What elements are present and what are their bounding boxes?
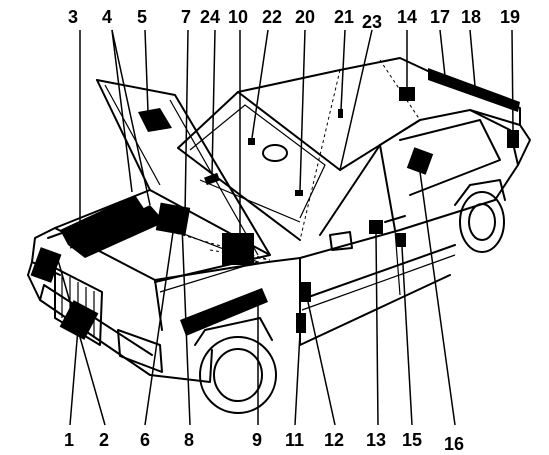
label-patch-12 bbox=[369, 220, 383, 234]
label-patch-15 bbox=[406, 147, 434, 175]
label-patch-17 bbox=[507, 130, 519, 148]
label-patch-14 bbox=[399, 87, 415, 101]
callout-9: 9 bbox=[252, 430, 262, 450]
bottom-callouts: 1 2 6 8 9 11 12 13 15 16 bbox=[64, 430, 464, 454]
label-patch-16 bbox=[428, 68, 520, 112]
callout-11: 11 bbox=[285, 430, 304, 450]
label-patch-5 bbox=[138, 108, 172, 132]
callout-23: 23 bbox=[362, 12, 382, 32]
callout-5: 5 bbox=[137, 7, 147, 27]
label-patch-13 bbox=[396, 233, 406, 247]
label-patch-20 bbox=[338, 109, 343, 118]
car-illustration bbox=[27, 57, 531, 414]
label-patch-2 bbox=[30, 247, 62, 283]
callout-1: 1 bbox=[64, 430, 74, 450]
callout-24: 24 bbox=[200, 7, 220, 27]
label-patch-11 bbox=[301, 282, 311, 302]
callout-17: 17 bbox=[430, 7, 450, 27]
top-callouts: 3 4 5 7 24 10 22 20 21 23 14 17 18 19 bbox=[68, 7, 520, 32]
label-patch-18 bbox=[295, 190, 303, 196]
callout-3: 3 bbox=[68, 7, 78, 27]
callout-7: 7 bbox=[181, 7, 191, 27]
callout-19: 19 bbox=[500, 7, 520, 27]
callout-13: 13 bbox=[366, 430, 386, 450]
callout-20: 20 bbox=[295, 7, 315, 27]
callout-12: 12 bbox=[324, 430, 344, 450]
callout-18: 18 bbox=[461, 7, 481, 27]
callout-14: 14 bbox=[397, 7, 417, 27]
label-patch-3 bbox=[60, 195, 145, 245]
callout-2: 2 bbox=[99, 430, 109, 450]
label-patch-8 bbox=[180, 288, 268, 336]
callout-15: 15 bbox=[402, 430, 422, 450]
callout-10: 10 bbox=[228, 7, 248, 27]
label-patch-9 bbox=[204, 172, 220, 186]
callout-21: 21 bbox=[334, 7, 354, 27]
callout-16: 16 bbox=[444, 434, 464, 454]
label-patch-10 bbox=[296, 313, 306, 333]
label-patch-1 bbox=[59, 300, 99, 340]
label-patch-7 bbox=[222, 233, 254, 265]
label-patch-19 bbox=[248, 138, 255, 145]
callout-4: 4 bbox=[102, 7, 112, 27]
callout-8: 8 bbox=[184, 430, 194, 450]
callout-22: 22 bbox=[262, 7, 282, 27]
callout-6: 6 bbox=[140, 430, 150, 450]
label-patch-4 bbox=[68, 205, 165, 258]
leader-lines bbox=[57, 29, 514, 426]
label-patches bbox=[30, 68, 520, 340]
